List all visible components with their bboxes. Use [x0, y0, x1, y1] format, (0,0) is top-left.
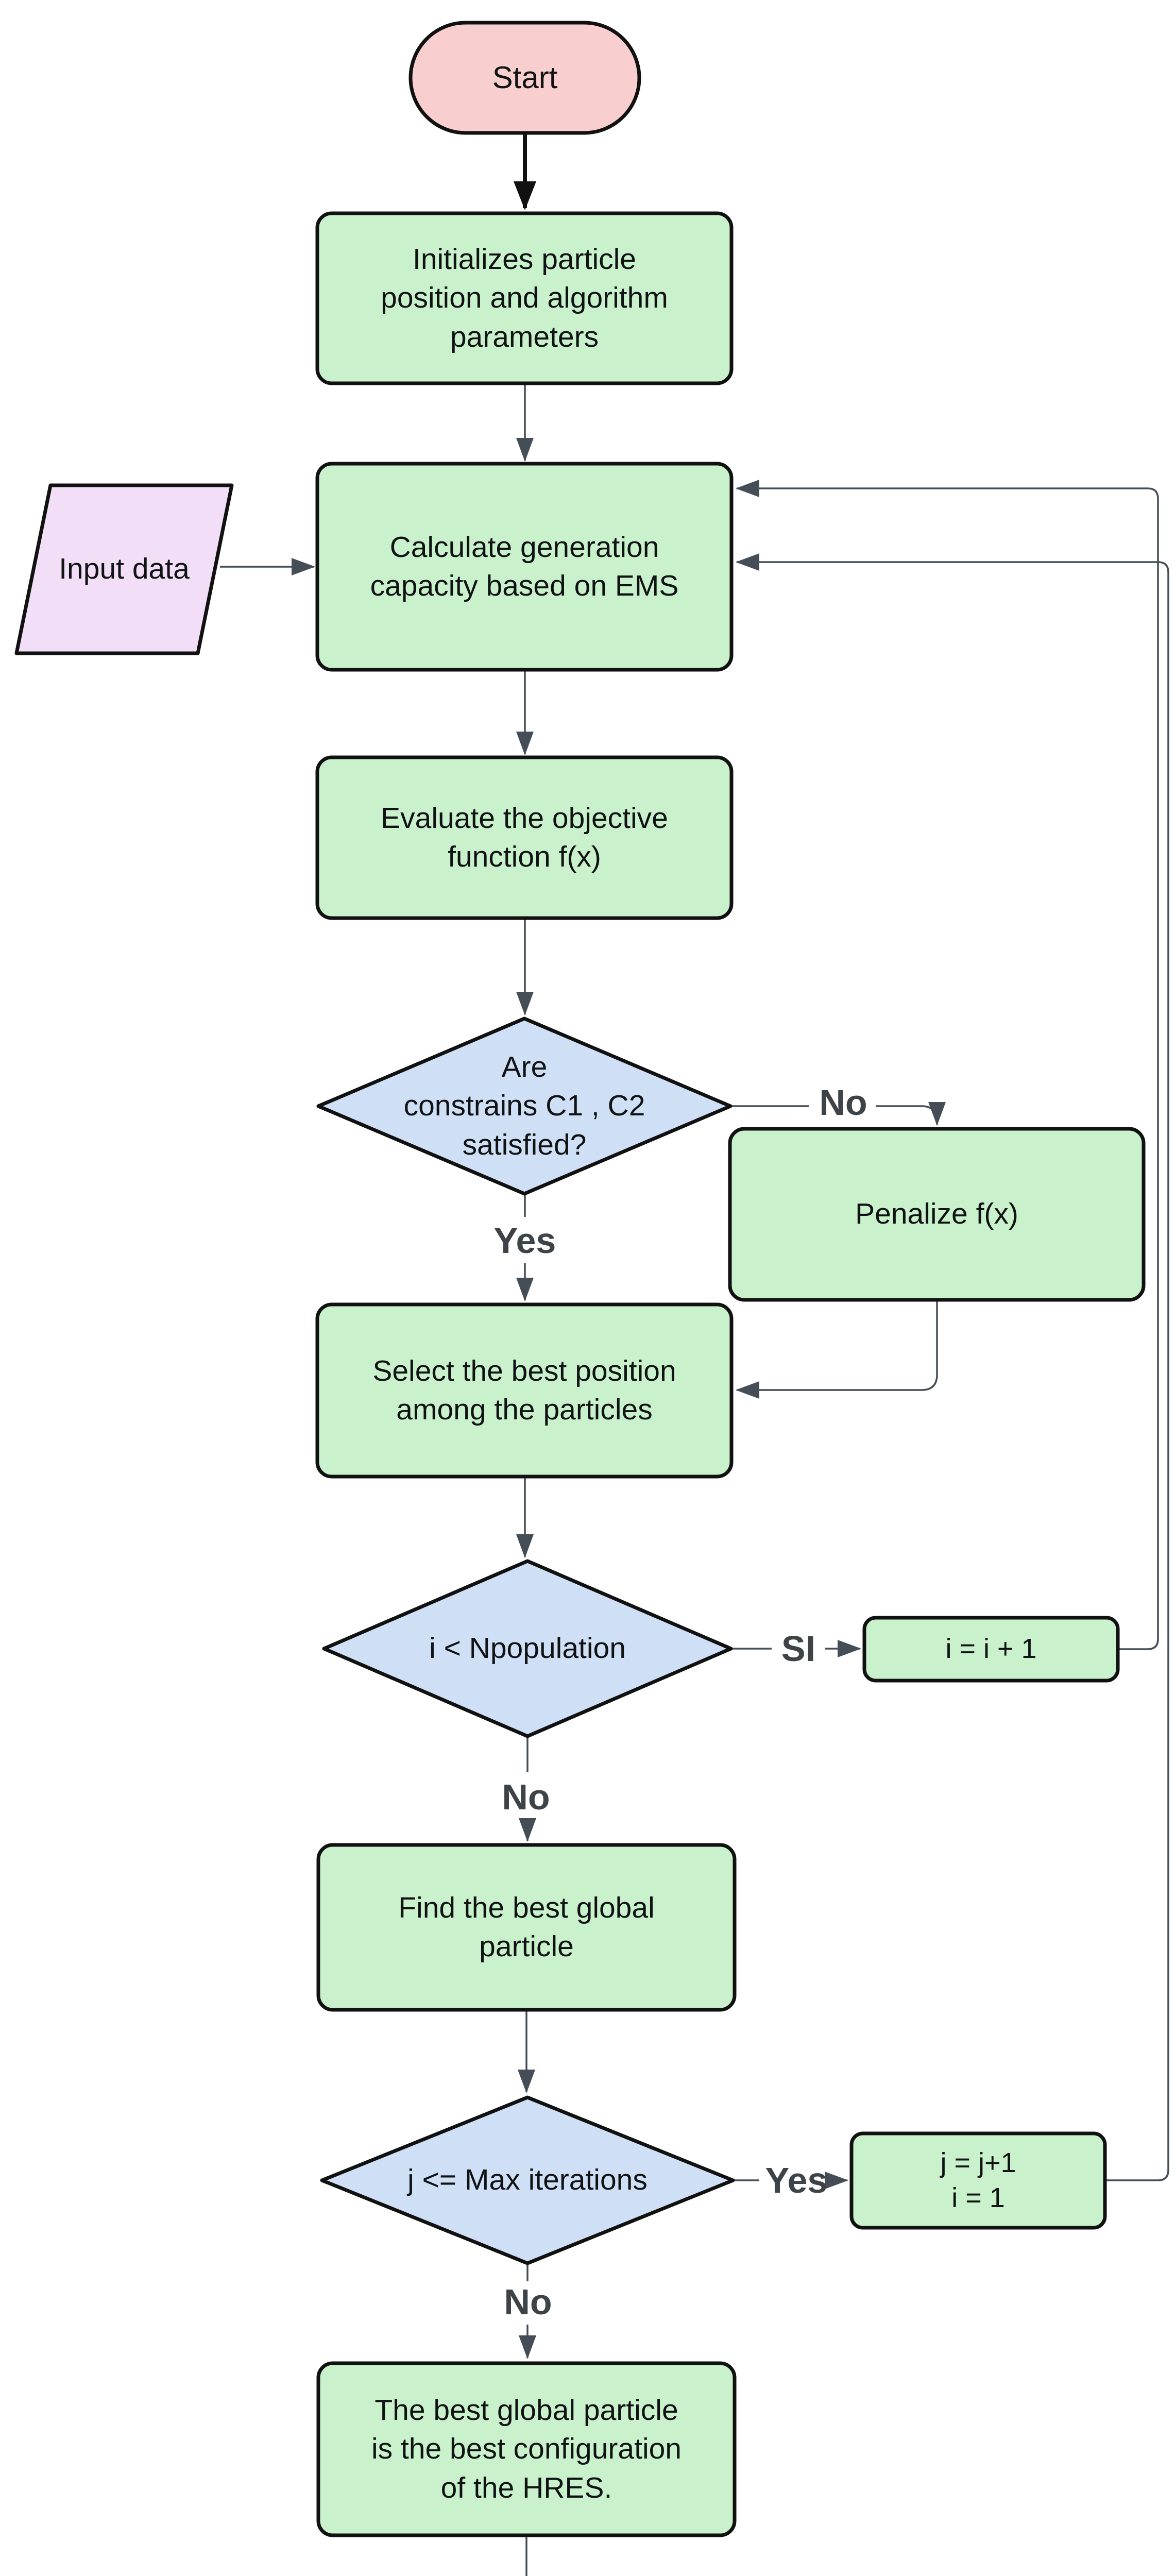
- find-global-process-shape: [316, 1843, 737, 2012]
- result-process-shape: [316, 2361, 737, 2537]
- start-terminator-shape: [408, 21, 641, 135]
- edge-increment-j-loop: [736, 553, 1169, 2181]
- increment-i-process-shape: [862, 1616, 1120, 1683]
- increment-j-process-shape: [849, 2131, 1107, 2230]
- constraint-decision-shape: [316, 1016, 733, 1196]
- penalize-process-shape: [728, 1127, 1146, 1302]
- population-decision-shape: [322, 1559, 733, 1738]
- nodes-group: [14, 21, 1146, 2537]
- edges-group: [220, 133, 1169, 2576]
- edge-constraints-no-b: [876, 1102, 946, 1126]
- evaluate-process-shape: [315, 755, 734, 920]
- calculate-process-shape: [315, 462, 734, 672]
- edge-increment-i-loop: [736, 480, 1159, 1650]
- input-data-parallelogram-shape: [14, 483, 234, 655]
- select-best-process-shape: [315, 1302, 734, 1479]
- init-process-shape: [315, 211, 734, 385]
- iteration-decision-shape: [320, 2095, 735, 2265]
- edge-penalize-select: [736, 1300, 938, 1399]
